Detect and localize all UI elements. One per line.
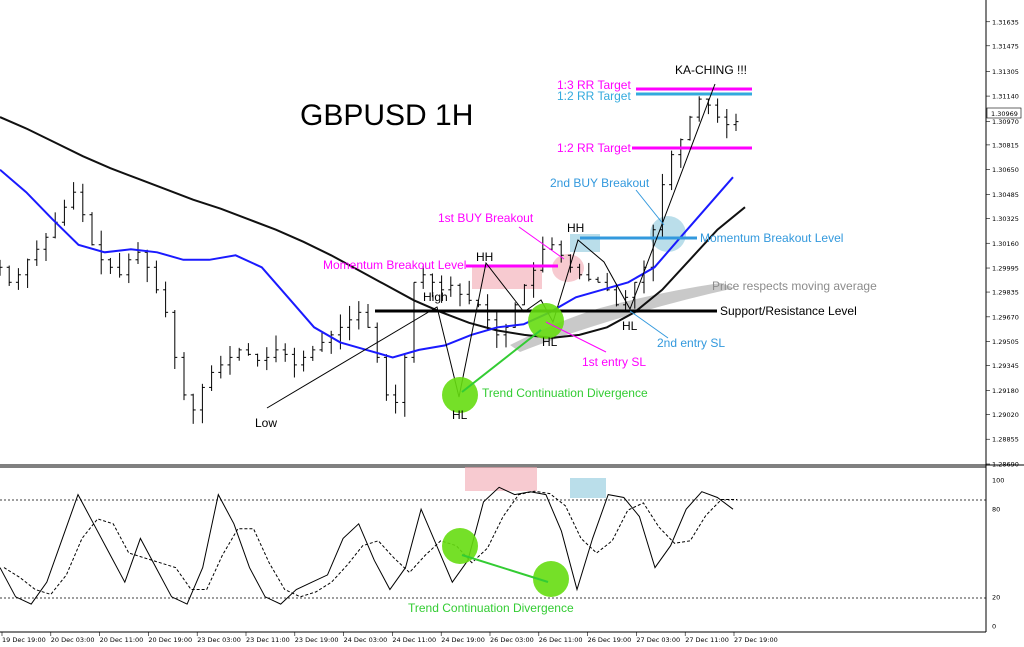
divergence-osc-label: Trend Continuation Divergence bbox=[408, 601, 574, 615]
time-tick-label: 26 Dec 19:00 bbox=[588, 636, 632, 644]
price-tick-label: 1.30815 bbox=[992, 141, 1019, 149]
price-candles bbox=[0, 96, 739, 424]
pink-zone-osc bbox=[465, 467, 537, 491]
chart-title: GBPUSD 1H bbox=[300, 99, 473, 132]
pink-zone-breakout bbox=[552, 254, 584, 282]
sr-level-label: Support/Resistance Level bbox=[720, 304, 857, 318]
price-tick-label: 1.29670 bbox=[992, 313, 1019, 321]
high-label: High bbox=[423, 290, 448, 304]
time-tick-label: 23 Dec 19:00 bbox=[295, 636, 339, 644]
osc-tick-label: 20 bbox=[992, 593, 1000, 601]
price-tick-label: 1.29180 bbox=[992, 387, 1019, 395]
oscillator-signal-line bbox=[3, 490, 737, 598]
price-tick-label: 1.28855 bbox=[992, 436, 1019, 444]
hh-label-2: HH bbox=[567, 221, 584, 235]
price-tick-label: 1.29995 bbox=[992, 265, 1019, 273]
time-tick-label: 19 Dec 19:00 bbox=[2, 636, 46, 644]
price-axis: 1.31635 1.31475 1.31305 1.31140 1.30970 1.308… bbox=[986, 18, 1019, 469]
ka-ching-label: KA-CHING !!! bbox=[675, 63, 747, 77]
entry-sl-1-label: 1st entry SL bbox=[582, 355, 646, 369]
blue-circle-breakout bbox=[650, 216, 686, 252]
divergence-connector-osc bbox=[461, 554, 549, 583]
price-tick-label: 1.31140 bbox=[992, 93, 1019, 101]
time-tick-label: 24 Dec 11:00 bbox=[392, 636, 436, 644]
oscillator-axis: 100 80 20 0 bbox=[992, 477, 1004, 631]
time-tick-label: 23 Dec 11:00 bbox=[246, 636, 290, 644]
price-tick-label: 1.31635 bbox=[992, 18, 1019, 26]
entry-sl2-pointer bbox=[629, 310, 669, 339]
osc-tick-label: 100 bbox=[992, 477, 1004, 485]
time-tick-label: 20 Dec 11:00 bbox=[100, 636, 144, 644]
hl-label-1: HL bbox=[452, 408, 468, 422]
hl-label-3: HL bbox=[622, 319, 638, 333]
buy2-label: 2nd BUY Breakout bbox=[550, 176, 650, 190]
time-tick-label: 27 Dec 11:00 bbox=[685, 636, 729, 644]
time-tick-label: 23 Dec 03:00 bbox=[197, 636, 241, 644]
divergence-connector-price bbox=[461, 329, 542, 393]
oscillator-main-line bbox=[0, 486, 734, 605]
ma-blue-line bbox=[0, 168, 734, 359]
osc-tick-label: 0 bbox=[992, 623, 996, 631]
price-tick-label: 1.30160 bbox=[992, 240, 1019, 248]
entry-sl-2-label: 2nd entry SL bbox=[657, 336, 725, 350]
price-tick-label: 1.29020 bbox=[992, 411, 1019, 419]
price-tick-label: 1.30325 bbox=[992, 215, 1019, 223]
low-label: Low bbox=[255, 416, 277, 430]
buy1-label: 1st BUY Breakout bbox=[438, 211, 534, 225]
price-tick-label: 1.31305 bbox=[992, 68, 1019, 76]
time-tick-label: 20 Dec 03:00 bbox=[51, 636, 95, 644]
hl-label-2: HL bbox=[542, 335, 558, 349]
price-tick-label: 1.28690 bbox=[992, 461, 1019, 469]
divergence-circle-hl2 bbox=[528, 303, 564, 339]
time-tick-label: 27 Dec 03:00 bbox=[636, 636, 680, 644]
time-tick-label: 27 Dec 19:00 bbox=[734, 636, 778, 644]
buy2-pointer bbox=[635, 189, 665, 226]
price-tick-label: 1.29345 bbox=[992, 362, 1019, 370]
blue-zone-osc bbox=[570, 478, 606, 498]
time-tick-label: 24 Dec 03:00 bbox=[344, 636, 388, 644]
price-tick-label: 1.29505 bbox=[992, 338, 1019, 346]
osc-divergence-circle-2 bbox=[533, 561, 569, 597]
ma-black-line bbox=[0, 116, 746, 339]
entry-sl1-pointer bbox=[545, 321, 607, 353]
hh-label-1: HH bbox=[476, 250, 493, 264]
price-respects-label: Price respects moving average bbox=[712, 279, 877, 293]
current-price-label: 1.30969 bbox=[991, 110, 1018, 118]
divergence-price-label: Trend Continuation Divergence bbox=[482, 386, 648, 400]
swing-lines bbox=[266, 83, 716, 409]
current-price-tag bbox=[986, 107, 1022, 119]
price-tick-label: 1.29835 bbox=[992, 289, 1019, 297]
time-tick-label: 20 Dec 19:00 bbox=[148, 636, 192, 644]
time-axis: 19 Dec 19:00 20 Dec 03:00 20 Dec 11:00 20 D… bbox=[1, 632, 778, 644]
mbl-blue-label: Momentum Breakout Level bbox=[700, 231, 843, 245]
osc-tick-label: 80 bbox=[992, 506, 1000, 514]
ma-support-band bbox=[510, 283, 735, 352]
time-tick-label: 26 Dec 03:00 bbox=[490, 636, 534, 644]
buy1-pointer bbox=[518, 226, 565, 260]
osc-divergence-circle-1 bbox=[442, 528, 478, 564]
price-tick-label: 1.30650 bbox=[992, 166, 1019, 174]
time-tick-label: 26 Dec 11:00 bbox=[539, 636, 583, 644]
price-tick-label: 1.30485 bbox=[992, 191, 1019, 199]
rr13-label: 1:3 RR Target bbox=[557, 78, 631, 92]
mbl-magenta-label: Momentum Breakout Level bbox=[323, 258, 466, 272]
price-tick-label: 1.30970 bbox=[992, 118, 1019, 126]
rr12-blue-label: 1:2 RR Target bbox=[557, 89, 631, 103]
rr12-magenta-label: 1:2 RR Target bbox=[557, 141, 631, 155]
time-tick-label: 24 Dec 19:00 bbox=[441, 636, 485, 644]
price-tick-label: 1.31475 bbox=[992, 42, 1019, 50]
